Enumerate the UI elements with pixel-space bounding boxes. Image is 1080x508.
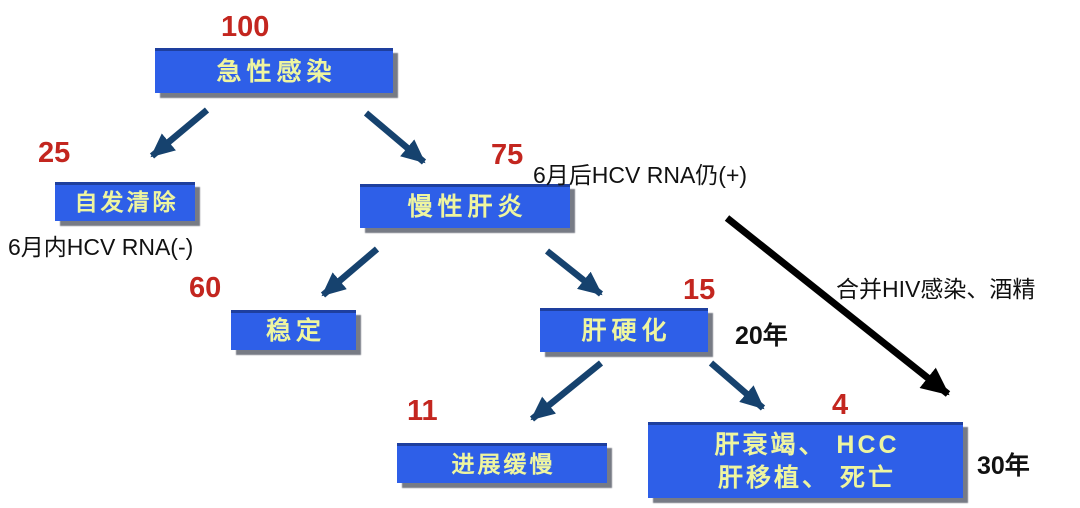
node-liver-failure: 肝衰竭、 HCC 肝移植、 死亡 (648, 422, 963, 498)
note-timeline-30-years: 30年 (977, 452, 1030, 480)
node-cirrhosis-label: 肝硬化 (581, 317, 672, 346)
value-stable: 60 (189, 272, 222, 304)
value-cirrhosis: 15 (683, 274, 716, 306)
note-timeline-20-years: 20年 (735, 322, 788, 350)
node-chronic-hepatitis-label: 慢性肝炎 (407, 193, 528, 222)
arrow-chronic-to-cirrhosis (544, 248, 604, 297)
arrow-chronic-to-stable (320, 246, 380, 298)
node-acute-infection-label: 急性感染 (216, 57, 337, 86)
node-stable: 稳定 (231, 310, 356, 350)
node-acute-infection: 急性感染 (155, 48, 393, 93)
arrow-cirrhosis-to-failure (708, 360, 766, 411)
node-stable-label: 稳定 (265, 317, 326, 346)
arrow-cirrhosis-to-slow (529, 360, 604, 422)
node-liver-failure-label-line2: 肝移植、 死亡 (718, 463, 896, 492)
value-liver-failure: 4 (832, 389, 849, 421)
note-hcv-rna-positive: 6月后HCV RNA仍(+) (533, 162, 748, 188)
value-spontaneous-clearance: 25 (38, 137, 71, 169)
note-hiv-alcohol: 合并HIV感染、酒精 (836, 276, 1036, 302)
note-hcv-rna-negative: 6月内HCV RNA(-) (8, 234, 194, 260)
arrow-hiv-alcohol-fast-track (724, 215, 951, 397)
node-chronic-hepatitis: 慢性肝炎 (360, 184, 570, 228)
arrow-acute-to-clearance (149, 107, 210, 159)
node-slow-progression: 进展缓慢 (397, 443, 607, 483)
value-slow-progression: 11 (407, 395, 438, 427)
node-spontaneous-clearance: 自发清除 (55, 182, 195, 221)
value-acute-infection: 100 (221, 11, 270, 43)
node-liver-failure-label-line1: 肝衰竭、 HCC (714, 431, 900, 459)
node-slow-progression-label: 进展缓慢 (451, 450, 556, 477)
value-chronic-hepatitis: 75 (491, 139, 524, 171)
arrow-acute-to-chronic (363, 110, 427, 165)
node-cirrhosis: 肝硬化 (540, 308, 708, 352)
node-spontaneous-clearance-label: 自发清除 (74, 189, 179, 216)
